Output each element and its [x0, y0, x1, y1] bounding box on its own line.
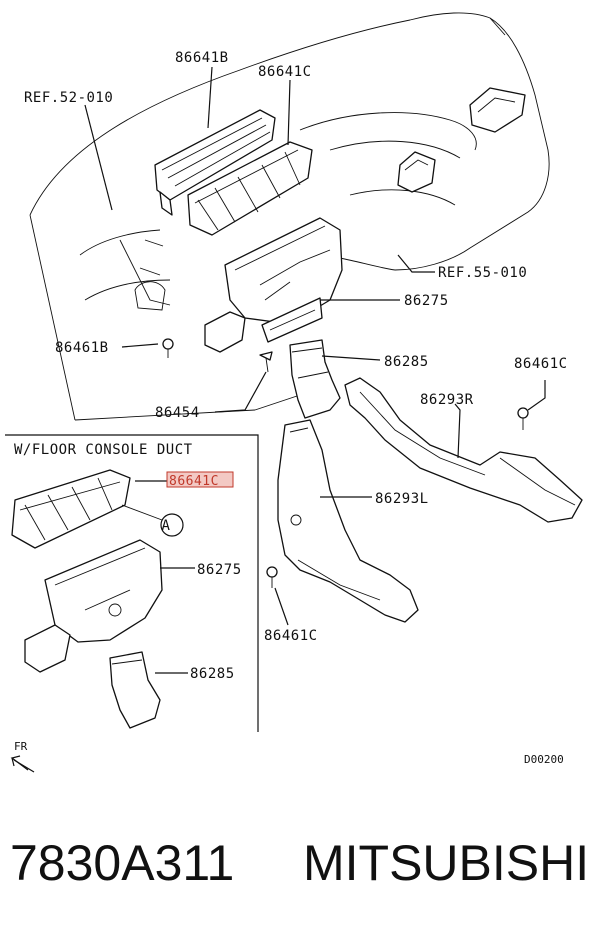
highlight-box [166, 471, 234, 488]
label-86461c-bottom: 86461C [264, 628, 318, 644]
part-number: 7830A311 [10, 835, 235, 891]
clip-86461c-bottom [266, 566, 278, 588]
clip-86461c-right [517, 407, 529, 430]
duct-86293r [344, 377, 583, 523]
label-86641c-top: 86641C [258, 64, 312, 80]
front-arrow-label: FR [14, 740, 28, 753]
label-86454: 86454 [155, 405, 200, 421]
clip-86461b [162, 338, 174, 358]
label-86275-top: 86275 [404, 293, 449, 309]
screw-86454 [259, 351, 273, 373]
vent-86641b [154, 109, 276, 216]
label-ref-52-010: REF.52-010 [24, 90, 113, 106]
inset-callout-a: A [162, 518, 171, 534]
duct-86285-top [289, 339, 341, 419]
label-inset-86275: 86275 [197, 562, 242, 578]
duct-86275-top [204, 217, 343, 353]
inset-title: W/FLOOR CONSOLE DUCT [14, 442, 193, 458]
label-86641b: 86641B [175, 50, 229, 66]
instrument-panel-outline [29, 12, 550, 421]
inset-panel [5, 434, 259, 773]
label-inset-86641c[interactable]: 86641C [169, 474, 219, 489]
diagram-code: D00200 [524, 753, 564, 766]
label-86293r: 86293R [420, 392, 474, 408]
brand-name: MITSUBISHI [303, 835, 590, 891]
label-86461c-right: 86461C [514, 356, 568, 372]
caption-bar: 7830A311 MITSUBISHI [0, 830, 600, 910]
duct-86293l [277, 419, 419, 623]
vent-86641c [187, 141, 313, 236]
leader-lines [84, 66, 546, 674]
label-ref-55-010: REF.55-010 [438, 265, 527, 281]
label-86293l: 86293L [375, 491, 429, 507]
label-86285-top: 86285 [384, 354, 429, 370]
label-86461b: 86461B [55, 340, 109, 356]
label-inset-86285: 86285 [190, 666, 235, 682]
